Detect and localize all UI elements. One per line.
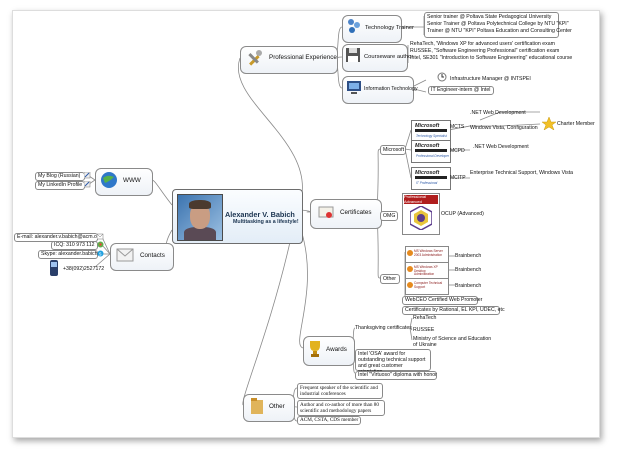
central-name: Alexander V. Babich xyxy=(225,210,295,219)
topic-information-technology[interactable]: Information Technology xyxy=(342,76,418,104)
list-item: Brainbench xyxy=(455,267,482,273)
svg-text:s: s xyxy=(99,252,102,258)
list-item: Senior Trainer @ Poltava Polytechnical C… xyxy=(427,21,569,27)
list-item: RehaTech xyxy=(413,315,437,321)
globe-icon xyxy=(101,172,117,188)
link-blog[interactable]: My Blog (Russian) xyxy=(35,172,85,181)
profile-photo xyxy=(177,194,223,241)
brainbench-badge-3: Computer Technical Support xyxy=(405,278,449,295)
list-item: Enterprise Technical Support, Windows Vi… xyxy=(470,170,574,176)
list-item: Trainer @ NTU "KPI" Poltava Education an… xyxy=(427,28,572,34)
link-linkedin[interactable]: My LinkedIn Profile xyxy=(35,181,85,190)
mcpd-badge: Microsoft Professional Developer xyxy=(411,140,451,163)
hyperlink-icon[interactable] xyxy=(84,181,91,188)
central-topic[interactable]: Alexander V. Babich Multitasking as a li… xyxy=(172,189,303,244)
branch-other-certs[interactable]: Other xyxy=(380,274,400,284)
mail-link-icon[interactable] xyxy=(97,233,104,240)
omg-logo-icon xyxy=(410,206,432,230)
clock-icon xyxy=(437,72,447,82)
list-item: Infrastructure Manager @ INTSPEI xyxy=(450,76,531,82)
envelope-icon xyxy=(116,248,134,262)
topic-technology-trainer[interactable]: Technology Trainer xyxy=(342,15,414,43)
contact-phone: +38(092)2527172 xyxy=(63,266,105,272)
webceo-item: WebCEO Certified Web Promoter xyxy=(402,296,482,305)
intel-virtuoso-award: Intel "Virtuoso" diploma with honor xyxy=(355,371,437,380)
hyperlink-icon[interactable] xyxy=(84,172,91,179)
list-item: Intel, SE301 "Introduction to Software E… xyxy=(410,55,573,61)
skype-icon[interactable]: s xyxy=(97,250,104,257)
branch-omg[interactable]: OMG xyxy=(380,211,398,221)
list-item: Senior trainer @ Poltava State Pedagogic… xyxy=(427,14,552,20)
topic-professional-experience[interactable]: Professional Experience xyxy=(240,46,338,74)
it-intern-box: IT Engineer-intern @ Intel xyxy=(428,86,494,95)
computer-icon xyxy=(347,81,361,94)
technology-trainer-details: Senior trainer @ Poltava State Pedagogic… xyxy=(424,12,572,38)
other-item-author: Author and co-author of more than 80 sci… xyxy=(297,400,385,416)
charter-member-label: Charter Member xyxy=(557,121,595,127)
mcitp-badge: Microsoft IT Professional xyxy=(411,167,451,190)
list-item: Ministry of Science and Education of Ukr… xyxy=(413,336,492,348)
brainbench-badge-1: MS Windows Server 2003 Administration xyxy=(405,246,449,263)
other-item-speaker: Frequent speaker of the scientific and i… xyxy=(297,383,383,399)
topic-certificates[interactable]: Certificates xyxy=(310,199,382,229)
intel-osa-award: Intel 'OSA' award for outstanding techni… xyxy=(355,349,431,375)
tools-icon xyxy=(248,50,262,66)
rational-item: Certificates by Rational, EL KPI, UDEC, … xyxy=(402,306,505,315)
contact-icq: ICQ: 310 973 112 xyxy=(51,241,98,250)
list-item: .NET Web Development xyxy=(470,110,526,116)
topic-other[interactable]: Other xyxy=(243,394,295,422)
brainbench-badge-2: MS Windows XP Desktop Administration xyxy=(405,262,449,279)
thanksgiving-label: Thanksgiving certificates xyxy=(355,325,412,331)
list-item: Brainbench xyxy=(455,283,482,289)
omg-badge: Professional Advanced xyxy=(402,193,440,235)
star-icon xyxy=(542,117,556,130)
topic-www[interactable]: WWW xyxy=(95,168,153,196)
folder-icon xyxy=(251,398,263,414)
contact-skype[interactable]: Skype: alexander.babich xyxy=(38,250,98,259)
topic-contacts[interactable]: Contacts xyxy=(110,243,174,271)
floppy-disk-icon xyxy=(346,48,360,62)
certificate-scroll-icon xyxy=(318,206,334,218)
mcts-badge: Microsoft Technology Specialist xyxy=(411,120,451,143)
topic-awards[interactable]: Awards xyxy=(303,336,355,366)
central-tagline: Multitasking as a lifestyle! xyxy=(233,219,299,225)
mindmap-canvas xyxy=(12,10,600,438)
trophy-icon xyxy=(310,341,320,357)
list-item: RUSSEE, "Software Engineering Profession… xyxy=(410,48,560,54)
icq-flower-icon xyxy=(97,241,104,248)
branch-microsoft[interactable]: Microsoft xyxy=(380,145,406,155)
topic-courseware-author[interactable]: Courseware author xyxy=(342,44,413,72)
list-item: Windows Vista, Configuration xyxy=(470,125,538,131)
list-item: Brainbench xyxy=(455,253,482,259)
phone-icon xyxy=(50,260,58,276)
other-item-acm: ACM, CSTA, CDS member xyxy=(297,416,361,425)
list-item: RUSSEE xyxy=(413,327,435,333)
people-icon xyxy=(348,19,360,33)
list-item: RehaTech, 'Windows XP for advanced users… xyxy=(410,41,555,47)
list-item: .NET Web Development xyxy=(473,144,529,150)
